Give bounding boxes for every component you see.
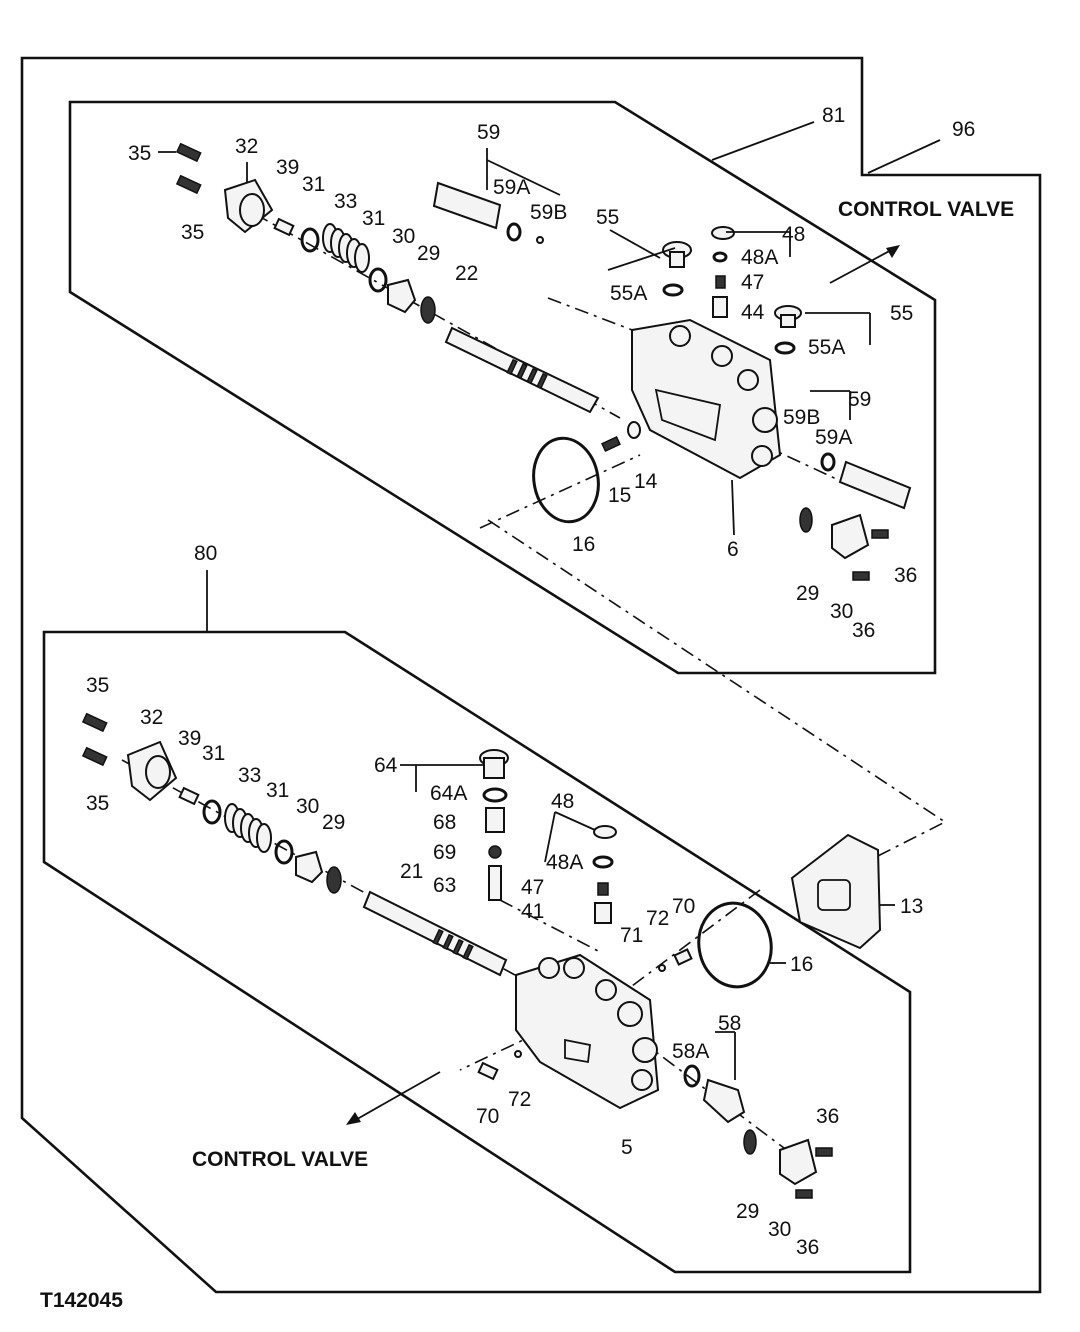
callout-bot-70a: 70: [672, 895, 695, 918]
callout-top-30: 30: [830, 600, 853, 623]
callout-bot-64: 64: [374, 754, 398, 777]
callout-top-36a: 36: [894, 564, 917, 587]
callout-bot-29b: 29: [736, 1200, 759, 1223]
label-81: 81: [822, 104, 845, 127]
centerline-7: [499, 899, 601, 953]
callout-bot-35b: 35: [86, 792, 109, 815]
callout-bot-70b: 70: [476, 1105, 499, 1128]
callout-top-55A-b: 55A: [808, 336, 845, 359]
centerline-1: [547, 297, 641, 334]
callout-top-14: 14: [634, 470, 658, 493]
callout-top-31b: 31: [362, 207, 385, 230]
callout-bot-48A: 48A: [546, 851, 583, 874]
figure-id: T142045: [40, 1289, 123, 1312]
callout-top-36b: 36: [852, 619, 875, 642]
callout-top-59B-a: 59B: [530, 201, 567, 224]
callout-top-48: 48: [782, 223, 805, 246]
label-96: 96: [952, 118, 975, 141]
callout-bot-30: 30: [296, 795, 319, 818]
callout-top-29b: 29: [796, 582, 819, 605]
callout-top-47: 47: [741, 271, 764, 294]
callout-bot-68: 68: [433, 811, 456, 834]
callout-top-48A: 48A: [741, 246, 778, 269]
callout-top-59a: 59: [477, 121, 500, 144]
callout-bot-63: 63: [433, 874, 456, 897]
callout-bot-36a: 36: [816, 1105, 839, 1128]
callout-leaders: [158, 148, 895, 1080]
callout-top-39: 39: [276, 156, 299, 179]
callout-top-30: 30: [392, 225, 415, 248]
callout-bot-16: 16: [790, 953, 813, 976]
centerline-10: [619, 889, 761, 996]
label-control-valve-top: CONTROL VALVE: [838, 198, 1014, 221]
callout-bot-35a: 35: [86, 674, 109, 697]
callout-top-15: 15: [608, 484, 631, 507]
callout-bot-48: 48: [551, 790, 574, 813]
label-control-valve-bottom: CONTROL VALVE: [192, 1148, 368, 1171]
callout-bot-72b: 72: [508, 1088, 531, 1111]
callout-bot-13: 13: [900, 895, 923, 918]
callout-bot-39: 39: [178, 727, 201, 750]
callout-bot-31b: 31: [266, 779, 289, 802]
callout-bot-31a: 31: [202, 742, 225, 765]
callout-top-31a: 31: [302, 173, 325, 196]
callout-bot-21: 21: [400, 860, 423, 883]
outer-frame-96: [20, 56, 1042, 1294]
callout-bot-58: 58: [718, 1012, 741, 1035]
centerline-4: [487, 519, 947, 861]
callout-top-55A-a: 55A: [610, 282, 647, 305]
callout-bot-71: 71: [620, 924, 643, 947]
leader-81: [711, 121, 815, 161]
top-parts: [175, 142, 912, 581]
callout-bot-72a: 72: [646, 907, 669, 930]
callout-top-16: 16: [572, 533, 595, 556]
callout-bot-29a: 29: [322, 811, 345, 834]
callout-top-32: 32: [235, 135, 258, 158]
arrow-top-control-valve: [829, 245, 900, 284]
callout-bot-32: 32: [140, 706, 163, 729]
callout-top-29a: 29: [417, 242, 440, 265]
label-80: 80: [194, 542, 217, 565]
callout-bot-5: 5: [621, 1136, 633, 1159]
arrow-bottom-control-valve: [346, 1071, 441, 1125]
callout-top-55b: 55: [890, 302, 913, 325]
callout-bot-64A: 64A: [430, 782, 467, 805]
callout-top-6: 6: [727, 538, 739, 561]
centerline-3: [479, 454, 641, 529]
callout-bot-58A: 58A: [672, 1040, 709, 1063]
callout-top-22: 22: [455, 262, 478, 285]
callout-top-35b: 35: [181, 221, 204, 244]
callout-bot-41: 41: [521, 900, 544, 923]
frame-80: [42, 630, 912, 1274]
callout-bot-69: 69: [433, 841, 456, 864]
callout-top-33: 33: [334, 190, 357, 213]
callout-top-59B-b: 59B: [783, 406, 820, 429]
callout-top-59A-a: 59A: [493, 176, 530, 199]
callout-top-44: 44: [741, 301, 765, 324]
callout-top-55a: 55: [596, 206, 619, 229]
callout-top-59b: 59: [848, 388, 871, 411]
callout-top-59A-b: 59A: [815, 426, 852, 449]
callout-bot-36b: 36: [796, 1236, 819, 1259]
callout-bot-33: 33: [238, 764, 261, 787]
callout-bot-30: 30: [768, 1218, 791, 1241]
leader-96: [867, 139, 941, 174]
frame-81: [68, 100, 937, 675]
callout-top-35a: 35: [128, 142, 151, 165]
bottom-parts: [81, 712, 882, 1199]
callout-bot-47: 47: [521, 876, 544, 899]
